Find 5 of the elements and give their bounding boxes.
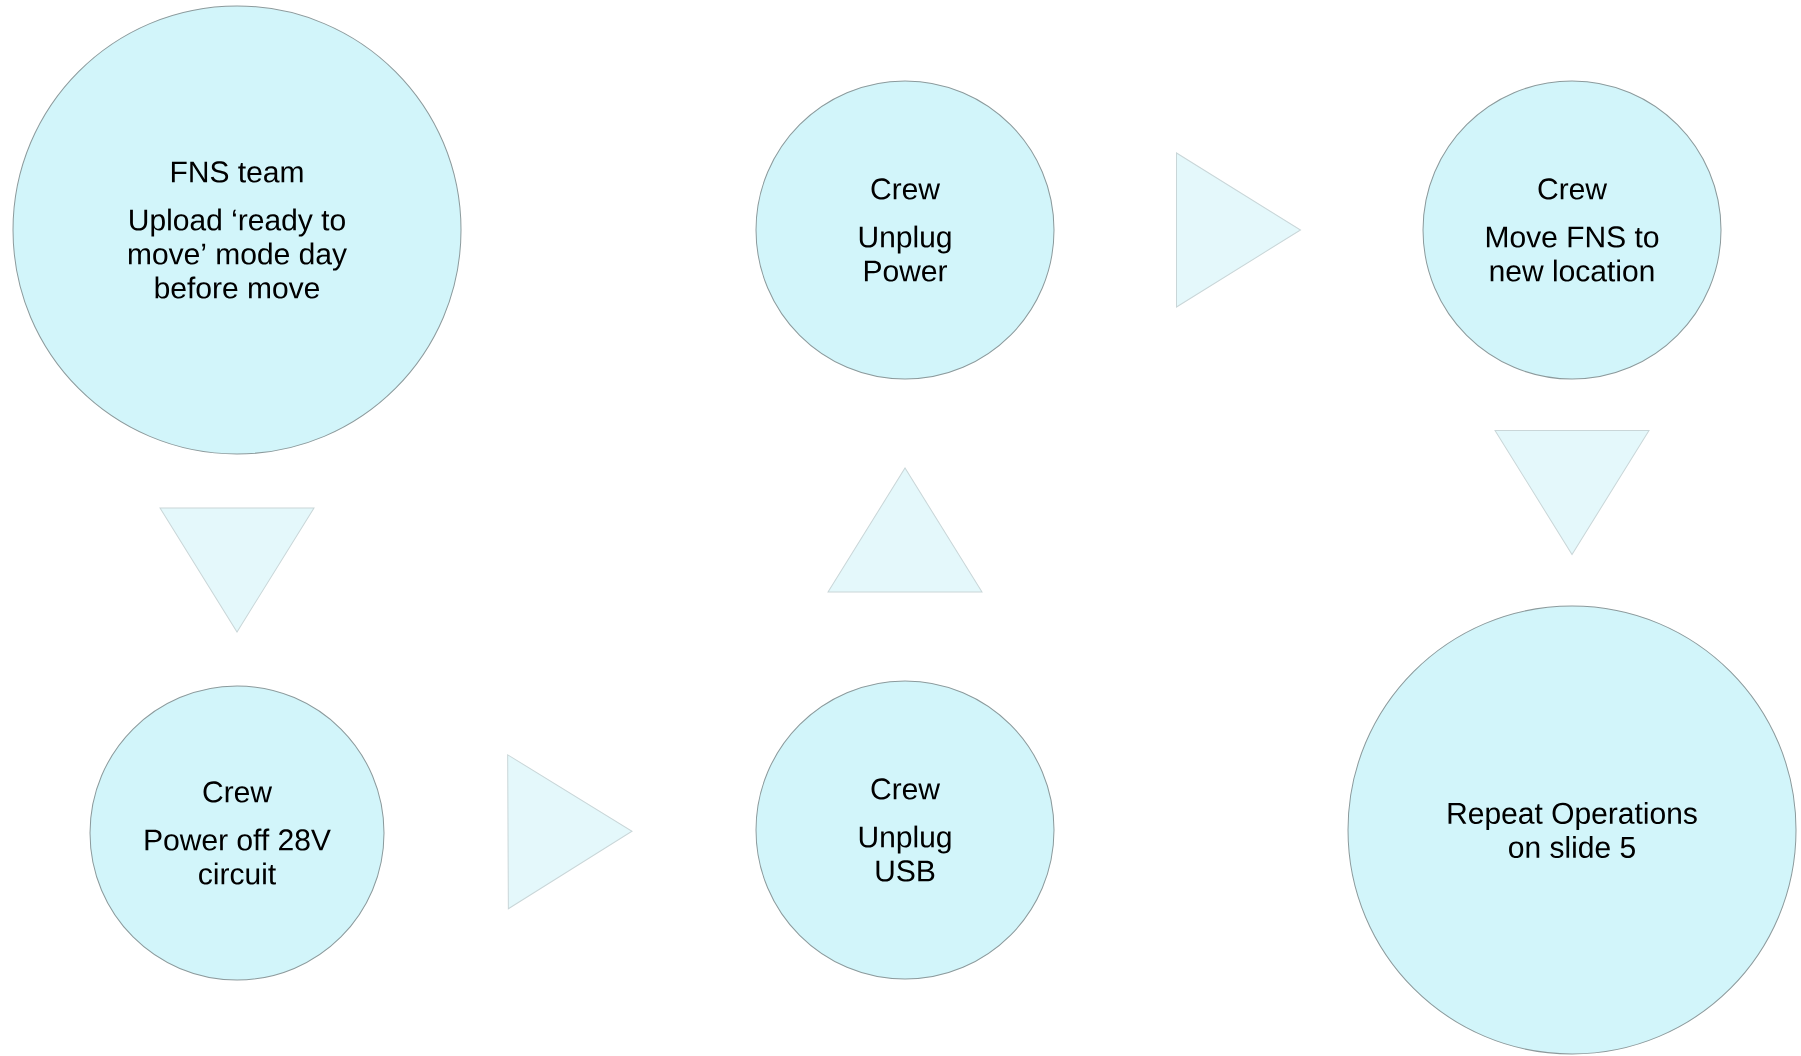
chevron-arrow <box>1494 430 1650 555</box>
chevron-arrow <box>1176 152 1301 308</box>
chevron-arrow <box>827 467 983 593</box>
chevron-arrow <box>159 507 315 633</box>
chevron-arrow <box>507 754 633 910</box>
